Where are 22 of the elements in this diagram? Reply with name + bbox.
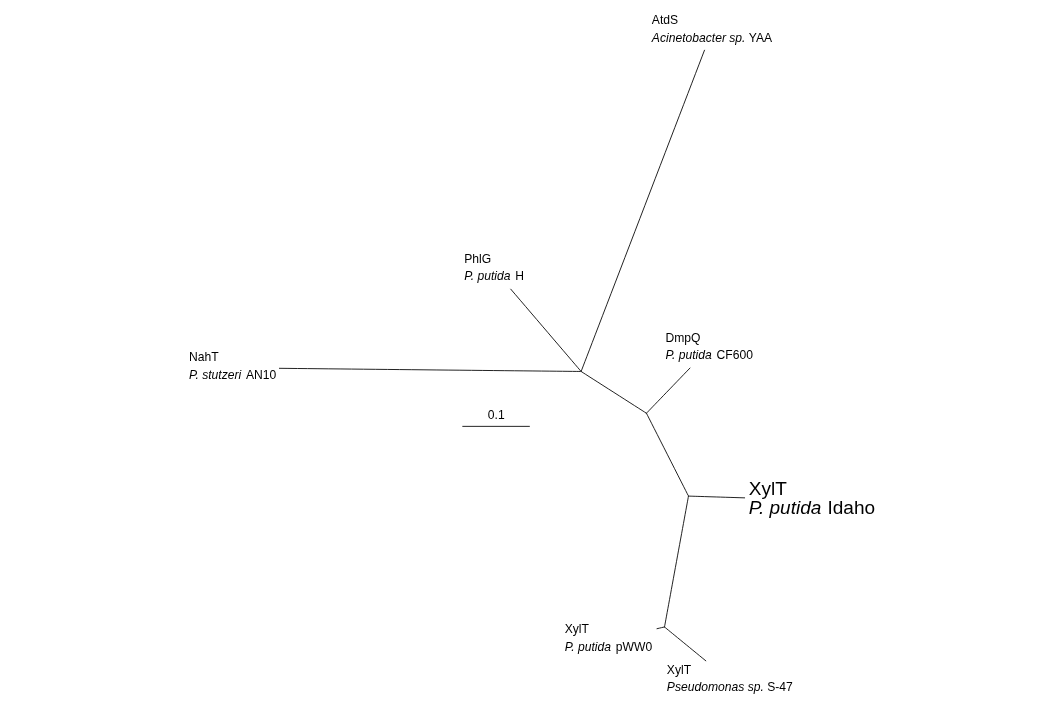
- connector: [664, 626, 707, 662]
- node-text: XylT P. putida pWW0: [564, 622, 653, 654]
- connector: [581, 371, 647, 414]
- node-text: XylT P. putida Idaho: [748, 478, 876, 519]
- connector: [646, 367, 691, 414]
- node-text: AtdS Acinetobacter sp. YAA: [651, 12, 773, 45]
- connector: [278, 367, 581, 372]
- connector: [510, 288, 582, 372]
- node-text: NahT P. stutzeri AN10: [188, 350, 277, 382]
- label: 0.1: [487, 407, 505, 422]
- node-text: PhlG P. putida H: [464, 251, 524, 284]
- node-point: [645, 412, 648, 414]
- connector: [580, 49, 706, 372]
- connector: [664, 496, 689, 628]
- node-point: [580, 370, 582, 373]
- node-point: [663, 626, 666, 628]
- node-text: XylT Pseudomonas sp. S-47: [666, 662, 793, 695]
- connector: [688, 495, 746, 499]
- connector: [646, 413, 689, 497]
- node-point: [687, 495, 690, 497]
- node-text: DmpQ P. putida CF600: [665, 330, 753, 363]
- connector: [656, 626, 665, 630]
